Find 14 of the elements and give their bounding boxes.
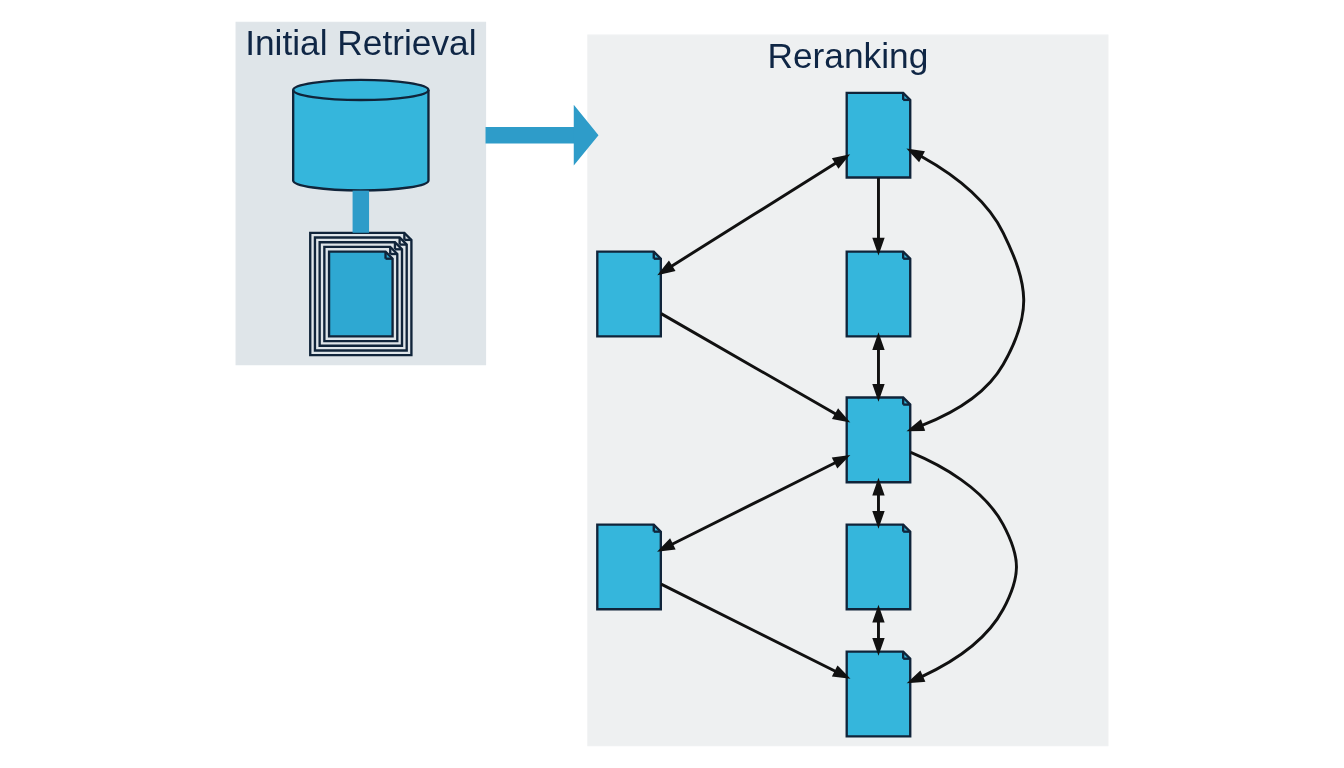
- cluster: Initial Retrieval: [235, 21, 487, 366]
- arrow: [660, 312, 851, 423]
- arrow: [660, 582, 851, 679]
- arrow: [485, 104, 599, 166]
- arrow: [872, 604, 885, 656]
- arrow: [872, 177, 885, 256]
- connector: [352, 190, 370, 233]
- arrow: [657, 154, 851, 276]
- cluster: Reranking: [587, 34, 1109, 747]
- arrow: [906, 148, 1026, 432]
- arrow: [906, 451, 1018, 684]
- arrow: [872, 332, 885, 402]
- arrow: [872, 477, 885, 529]
- arrow: [657, 455, 851, 552]
